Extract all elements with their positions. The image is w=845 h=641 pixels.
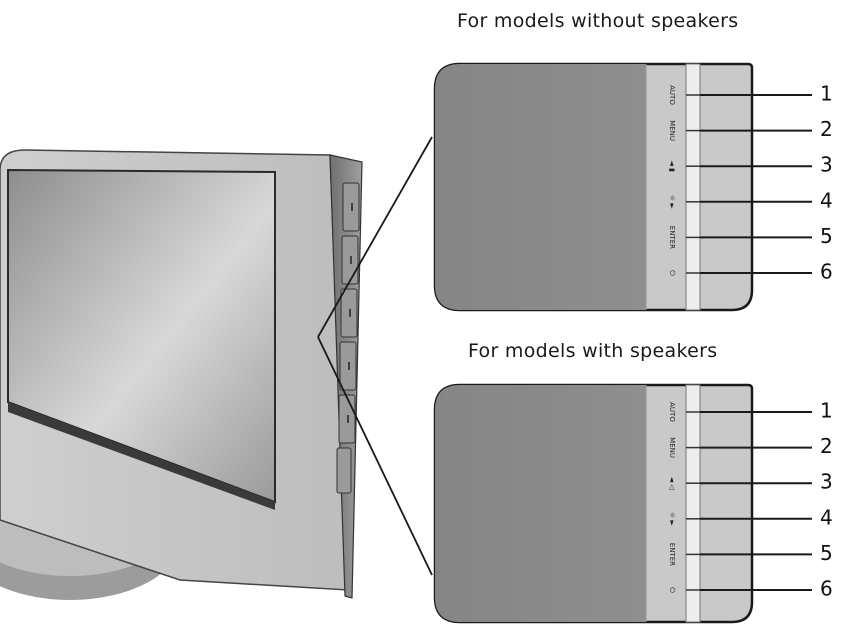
panel-button-strip [685, 63, 701, 311]
button-label: MENU [668, 437, 676, 458]
panel-button-strip [685, 384, 701, 623]
callout-number: 3 [820, 153, 833, 177]
button-label: ◄ ◁ [668, 477, 676, 491]
monitor-side-button-marks [347, 203, 353, 423]
callout-number: 1 [820, 82, 833, 106]
button-label: ⏻ [668, 587, 676, 593]
callout-number: 3 [820, 470, 833, 494]
heading-without-speakers: For models without speakers [457, 10, 739, 32]
callout-number: 5 [820, 541, 833, 565]
panel-screen-area [435, 385, 646, 622]
monitor-illustration [0, 149, 363, 600]
button-label: AUTO [668, 85, 676, 105]
button-label: MENU [668, 120, 676, 141]
button-label: AUTO [668, 402, 676, 422]
callout-number: 4 [820, 188, 833, 212]
heading-with-speakers: For models with speakers [468, 340, 718, 362]
button-label: ☼ ► [668, 512, 676, 527]
callout-number: 1 [820, 399, 833, 423]
callout-number: 2 [820, 434, 833, 458]
button-label: ⏻ [668, 270, 676, 276]
callout-number: 4 [820, 505, 833, 529]
button-label: ☼ ► [668, 195, 676, 210]
monitor-side-buttons [336, 182, 360, 494]
callout-number: 5 [820, 224, 833, 248]
panel-screen-area [435, 64, 646, 310]
callout-number: 2 [820, 117, 833, 141]
button-label: ◄ ▮ [668, 160, 676, 172]
zoom-callout-lines [317, 136, 433, 576]
callout-number: 6 [820, 260, 833, 284]
button-label: ENTER [668, 543, 676, 566]
button-label: ENTER [668, 226, 676, 249]
callout-number: 6 [820, 577, 833, 601]
